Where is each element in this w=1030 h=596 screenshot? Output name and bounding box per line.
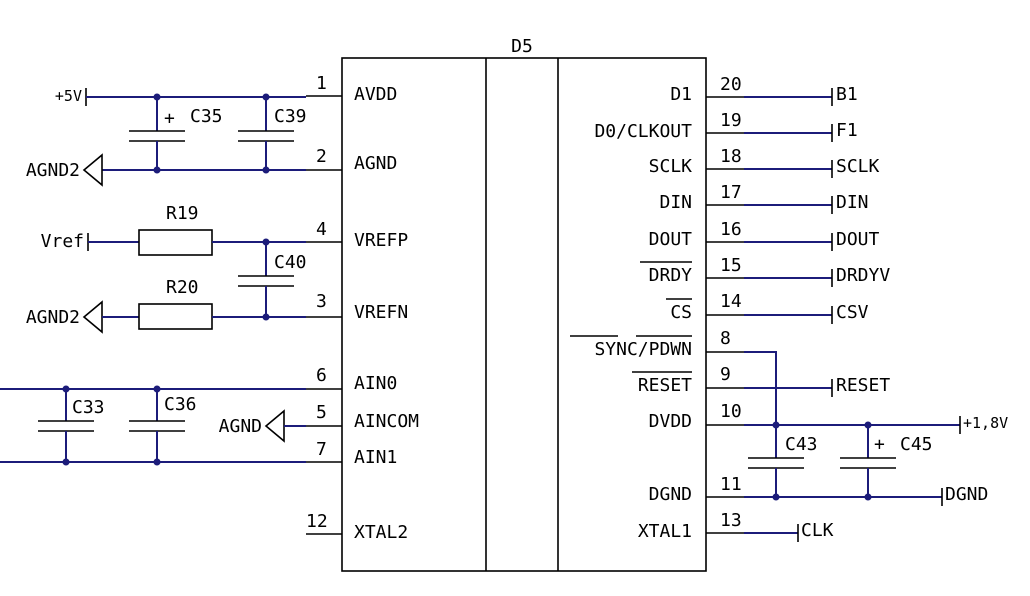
pin-num-4: 4 [316, 219, 327, 240]
pin-num-10: 10 [720, 401, 742, 422]
net-label-1v8: +1,8V [963, 414, 1008, 432]
pin-name-din: DIN [659, 192, 692, 213]
pin-num-11: 11 [720, 474, 742, 495]
pin-name-aincom: AINCOM [354, 411, 419, 432]
net-label-b1: B1 [836, 84, 858, 105]
c39-label: C39 [274, 106, 307, 127]
pin-name-reset: RESET [638, 375, 692, 396]
net-label-agnd2-bottom: AGND2 [26, 307, 80, 328]
pin-name-ain0: AIN0 [354, 373, 397, 394]
net-label-clk: CLK [801, 520, 834, 541]
net-label-drdyv: DRDYV [836, 265, 890, 286]
right-pins: 20 19 18 17 16 15 14 8 9 10 11 13 [706, 74, 744, 534]
net-label-sclk: SCLK [836, 156, 880, 177]
pin-num-17: 17 [720, 182, 742, 203]
net-label-f1: F1 [836, 120, 858, 141]
r19-body [138, 229, 213, 256]
c36-label: C36 [164, 394, 197, 415]
pin-num-5: 5 [316, 402, 327, 423]
pin-name-dvdd: DVDD [649, 411, 692, 432]
pin-name-vrefp: VREFP [354, 230, 408, 251]
agnd2-top-icon [82, 153, 103, 187]
net-label-dout: DOUT [836, 229, 880, 250]
left-pin-names: AVDD AGND VREFP VREFN AIN0 AINCOM AIN1 X… [354, 84, 419, 543]
pin-name-ain1: AIN1 [354, 447, 397, 468]
c40-label: C40 [274, 252, 307, 273]
junction-c43-dgnd [772, 493, 780, 501]
pin-name-dgnd: DGND [649, 484, 692, 505]
net-label-agnd: AGND [219, 416, 262, 437]
junction-c35-top [153, 93, 161, 101]
junction-c33-top [62, 385, 70, 393]
pin-num-20: 20 [720, 74, 742, 95]
chip-ref: D5 [511, 36, 533, 57]
pin-name-sync-pdwn: SYNC/PDWN [594, 339, 692, 360]
r20-body [138, 303, 213, 330]
junction-c45-top [864, 421, 872, 429]
c35-label: C35 [190, 106, 223, 127]
pin-name-avdd: AVDD [354, 84, 397, 105]
junction-c36-top [153, 385, 161, 393]
pin-name-agnd: AGND [354, 153, 397, 174]
agnd2-bottom-icon [82, 300, 103, 334]
r19-label: R19 [166, 203, 199, 224]
junction-dvdd-sync [772, 421, 780, 429]
net-label-5v: +5V [55, 87, 82, 105]
pin-name-xtal2: XTAL2 [354, 522, 408, 543]
pin-name-dout: DOUT [649, 229, 693, 250]
net-label-agnd2-top: AGND2 [26, 160, 80, 181]
pin-name-vrefn: VREFN [354, 302, 408, 323]
pin-name-d0-clkout: D0/CLKOUT [594, 121, 692, 142]
pin-num-16: 16 [720, 219, 742, 240]
net-label-din: DIN [836, 192, 869, 213]
c33-label: C33 [72, 397, 105, 418]
net-label-dgnd: DGND [945, 484, 988, 505]
pin-num-1: 1 [316, 73, 327, 94]
junction-c45-bottom [864, 493, 872, 501]
junction-c40-top [262, 238, 270, 246]
r20-label: R20 [166, 277, 199, 298]
left-nets: +5V + C35 C39 AGND2 Vref R19 [0, 87, 307, 466]
pin-num-14: 14 [720, 291, 742, 312]
pin-name-cs: CS [670, 302, 692, 323]
pin-num-13: 13 [720, 510, 742, 531]
right-nets: B1 F1 SCLK DIN DOUT DRDYV CSV RESET +1 [744, 84, 1008, 542]
pin-name-drdy: DRDY [649, 265, 693, 286]
pin-name-xtal1: XTAL1 [638, 521, 692, 542]
junction-c39-top [262, 93, 270, 101]
pin-num-3: 3 [316, 291, 327, 312]
net-label-reset: RESET [836, 375, 890, 396]
pin-num-7: 7 [316, 439, 327, 460]
c35-polarity: + [164, 108, 175, 129]
junction-c33-bottom [62, 458, 70, 466]
pin-num-15: 15 [720, 255, 742, 276]
pin-num-6: 6 [316, 365, 327, 386]
junction-c36-bottom [153, 458, 161, 466]
pin-num-18: 18 [720, 146, 742, 167]
net-label-vref: Vref [41, 231, 84, 252]
pin-name-sclk: SCLK [649, 156, 693, 177]
pin-num-19: 19 [720, 110, 742, 131]
left-pins: 1 2 4 3 6 5 7 12 [306, 73, 342, 535]
c45-label: C45 [900, 434, 933, 455]
pin-num-9: 9 [720, 364, 731, 385]
wire-sync-pdwn [744, 351, 777, 425]
pin-num-8: 8 [720, 328, 731, 349]
right-pin-names: D1 D0/CLKOUT SCLK DIN DOUT DRDY CS SYNC/… [570, 84, 692, 542]
net-label-csv: CSV [836, 302, 869, 323]
agnd-icon [264, 409, 285, 443]
c45-polarity: + [874, 434, 885, 455]
pin-num-2: 2 [316, 146, 327, 167]
c43-label: C43 [785, 434, 818, 455]
pin-name-d1: D1 [670, 84, 692, 105]
pin-num-12: 12 [306, 511, 328, 532]
